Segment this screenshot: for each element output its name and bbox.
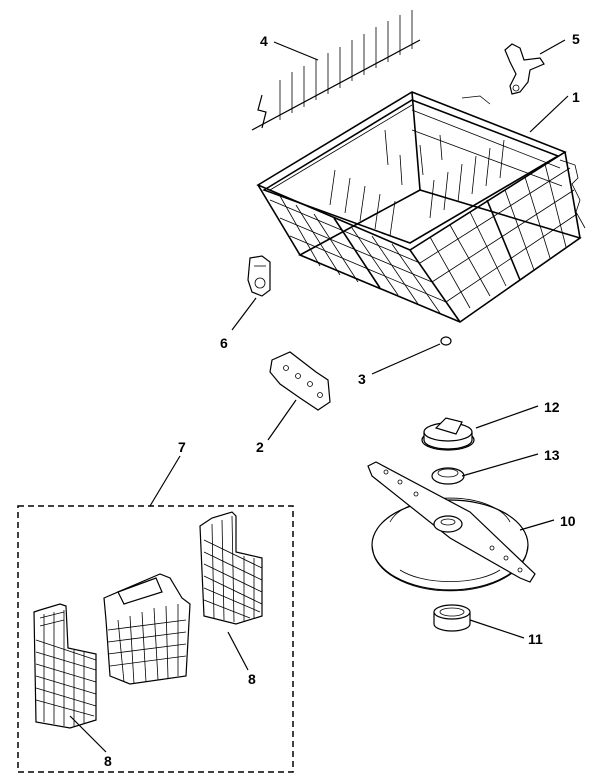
callout-5: 5 [572,31,580,47]
part-13-seal [431,467,465,485]
callout-12: 12 [544,399,560,415]
part-8-basket-left [33,603,97,729]
part-6-wheel [247,255,271,297]
callout-11: 11 [528,631,543,647]
part-8-basket-right [199,511,263,625]
part-10-spray-assembly [367,461,536,592]
part-2-track [269,351,331,411]
callout-8-right: 8 [248,671,256,687]
part-4-tine-row [251,10,421,131]
callout-2: 2 [256,439,264,455]
callout-8-left: 8 [104,753,112,769]
part-11-ring [433,604,471,632]
callout-13: 13 [544,447,560,463]
part-7-basket-center [103,573,191,685]
callout-4: 4 [260,33,268,49]
callout-7: 7 [178,439,186,455]
callout-1: 1 [572,89,580,105]
leader-lines [69,39,569,753]
callout-10: 10 [560,513,576,529]
callout-6: 6 [220,335,228,351]
part-12-cap [421,417,475,451]
part-3-nut [440,336,452,346]
callout-3: 3 [358,371,366,387]
part-1-lower-dishrack [256,91,586,323]
part-5-rack-clip [504,43,545,95]
